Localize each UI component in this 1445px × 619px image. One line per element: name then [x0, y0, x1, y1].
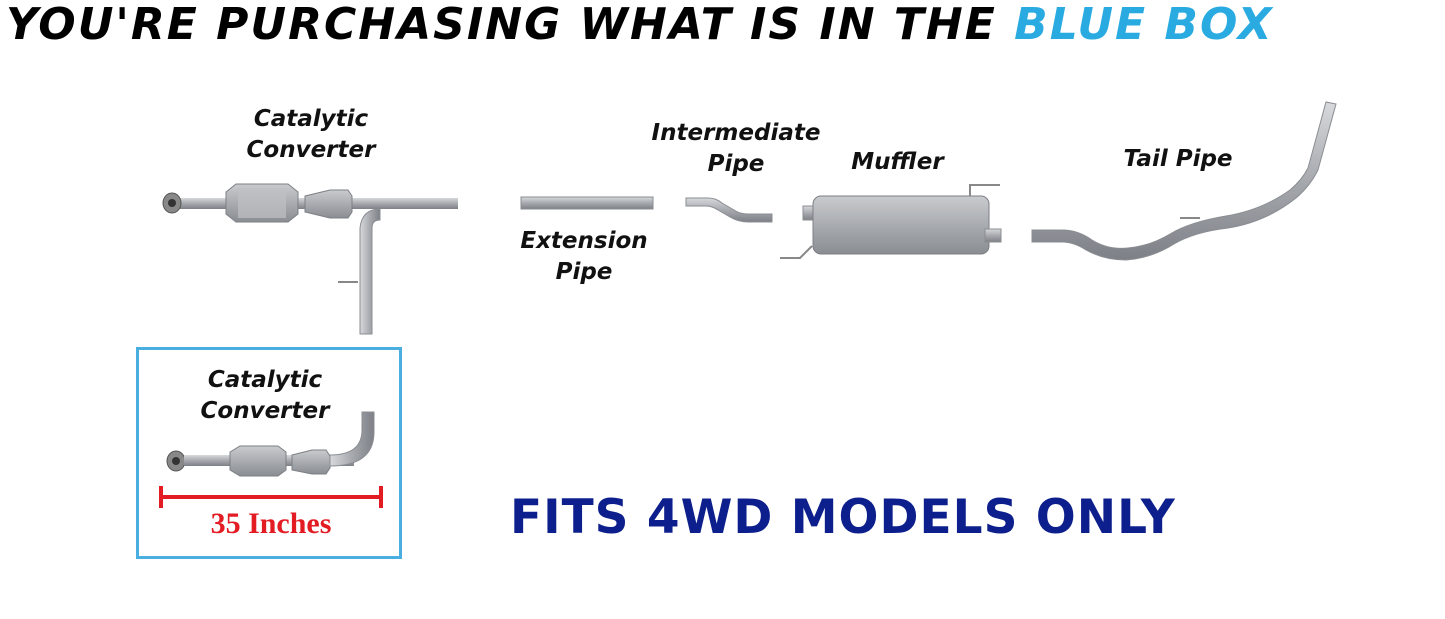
intermediate-label-line1: Intermediate — [651, 120, 821, 146]
muffler-label: Muffler — [851, 149, 944, 175]
catalytic-converter-label: Catalytic Converter — [236, 104, 386, 166]
boxed-converter-body — [229, 445, 287, 477]
intermediate-pipe — [685, 197, 773, 223]
page-headline: YOU'RE PURCHASING WHAT IS IN THE BLUE BO… — [6, 0, 1442, 52]
tail-pipe-label: Tail Pipe — [1123, 146, 1233, 172]
extension-pipe — [520, 196, 654, 210]
catalytic-converter-assembly — [162, 183, 458, 335]
fitment-notice: FITS 4WD MODELS ONLY — [510, 490, 1176, 545]
catalytic-label-line2: Converter — [246, 137, 376, 163]
measurement-label: 35 Inches — [210, 507, 332, 540]
intermediate-pipe-label: Intermediate Pipe — [638, 118, 834, 180]
boxed-catalytic-line2: Converter — [200, 398, 330, 424]
boxed-catalytic-line1: Catalytic — [207, 367, 323, 393]
intermediate-label-line2: Pipe — [707, 151, 765, 177]
extension-pipe-label: Extension Pipe — [504, 226, 664, 288]
boxed-catalytic-label: Catalytic Converter — [188, 365, 342, 427]
tail-pipe — [1031, 101, 1337, 261]
extension-label-line1: Extension — [520, 228, 648, 254]
boxed-catalytic-converter — [166, 411, 375, 477]
measurement-bar — [159, 486, 383, 508]
blue-box — [136, 347, 402, 559]
headline-highlight: BLUE BOX — [1014, 0, 1274, 50]
headline-prefix: YOU'RE PURCHASING WHAT IS IN THE — [6, 0, 997, 50]
converter-body-second — [304, 189, 353, 219]
down-pipe — [359, 208, 381, 335]
muffler-body — [812, 195, 990, 255]
catalytic-label-line1: Catalytic — [253, 106, 369, 132]
extension-label-line2: Pipe — [555, 259, 613, 285]
muffler-assembly — [780, 184, 1002, 259]
